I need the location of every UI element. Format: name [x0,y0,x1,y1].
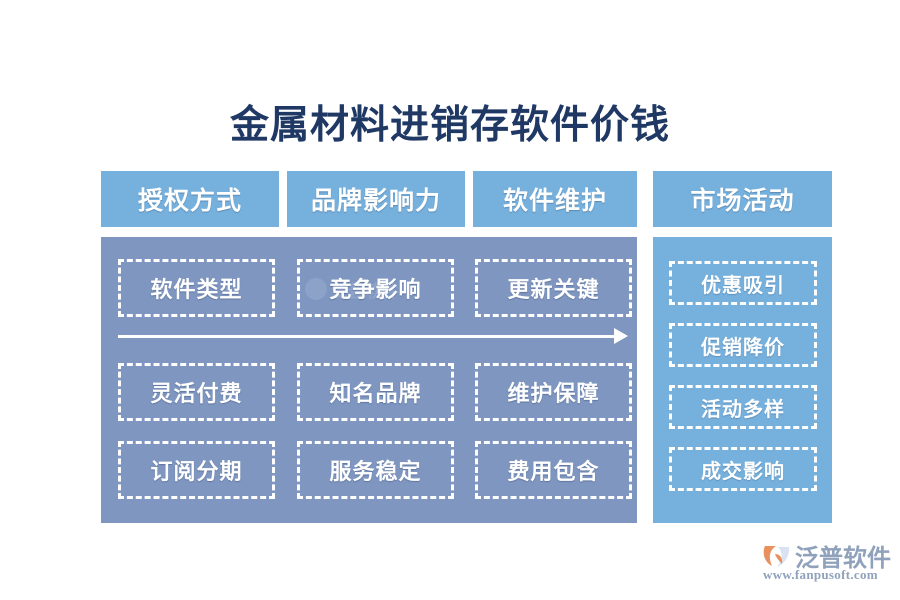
cell-r2-c0[interactable]: 订阅分期 [118,441,275,499]
right-panel: 优惠吸引 促销降价 活动多样 成交影响 [653,237,832,523]
right-item-0[interactable]: 优惠吸引 [669,261,817,305]
cell-r2-c2[interactable]: 费用包含 [475,441,632,499]
left-panel: 软件类型 竞争影响 更新关键 灵活付费 知名品牌 维护保障 订阅分期 服务稳定 … [101,237,637,523]
logo-row: 泛普软件 [762,538,891,573]
cell-r2-c1[interactable]: 服务稳定 [297,441,454,499]
header-pill-brand-influence[interactable]: 品牌影响力 [287,171,465,227]
right-item-1[interactable]: 促销降价 [669,323,817,367]
cell-r1-c0[interactable]: 灵活付费 [118,363,275,421]
cell-r1-c2[interactable]: 维护保障 [475,363,632,421]
cell-r0-c0[interactable]: 软件类型 [118,259,275,317]
brand-logo: 泛普软件 www.fanpusoft.com [762,538,892,588]
right-item-2[interactable]: 活动多样 [669,385,817,429]
page-title: 金属材料进销存软件价钱 [229,104,670,147]
arrow-head [614,328,628,344]
logo-url: www.fanpusoft.com [763,567,878,582]
right-item-3[interactable]: 成交影响 [669,447,817,491]
right-arrow-icon [118,327,628,345]
header-pill-authorization[interactable]: 授权方式 [101,171,279,227]
arrow-line [118,335,616,338]
cell-r0-c2[interactable]: 更新关键 [475,259,632,317]
header-pill-software-maintenance[interactable]: 软件维护 [473,171,637,227]
cell-r1-c1[interactable]: 知名品牌 [297,363,454,421]
header-pill-market-activity[interactable]: 市场活动 [653,171,832,227]
cell-r0-c1[interactable]: 竞争影响 [297,259,454,317]
fanpu-swoosh-icon [762,542,792,570]
logo-wordmark: 泛普软件 [795,545,891,572]
